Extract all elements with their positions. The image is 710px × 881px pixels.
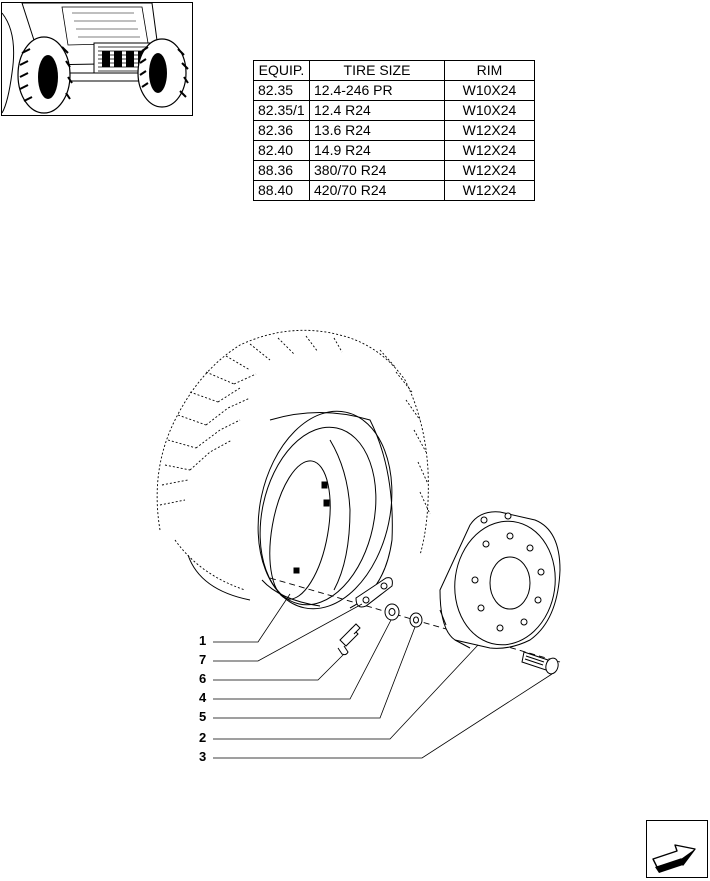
spring-washer-part [409, 612, 423, 628]
cell-tire-size: 420/70 R24 [309, 180, 445, 201]
cell-rim: W12X24 [444, 140, 535, 161]
callout-1: 1 [199, 633, 207, 648]
cell-rim: W12X24 [444, 160, 535, 181]
tire-outline [156, 329, 431, 591]
callout-4: 4 [199, 690, 207, 705]
table-row: 88.40 420/70 R24 W12X24 [253, 180, 535, 201]
next-page-button[interactable] [646, 820, 708, 878]
callout-5: 5 [199, 709, 207, 724]
tire-spec-table: EQUIP. TIRE SIZE RIM 82.35 12.4-246 PR W… [253, 60, 535, 201]
cell-rim: W10X24 [444, 100, 535, 121]
callout-7: 7 [199, 652, 207, 667]
header-equip: EQUIP. [253, 60, 310, 81]
bolt-part [521, 651, 559, 675]
valve-part [337, 623, 361, 656]
callout-2: 2 [199, 730, 207, 745]
cell-equip: 88.36 [253, 160, 310, 181]
cell-rim: W12X24 [444, 120, 535, 141]
table-row: 82.40 14.9 R24 W12X24 [253, 140, 535, 161]
cell-rim: W12X24 [444, 180, 535, 201]
cell-equip: 82.35/1 [253, 100, 310, 121]
wheel-disc-part [439, 511, 561, 649]
table-row: 88.36 380/70 R24 W12X24 [253, 160, 535, 181]
cell-equip: 82.40 [253, 140, 310, 161]
cell-tire-size: 12.4-246 PR [309, 80, 445, 101]
cell-tire-size: 380/70 R24 [309, 160, 445, 181]
rim-part [257, 410, 393, 610]
clip-part [355, 577, 393, 608]
tractor-thumbnail [1, 2, 193, 116]
arrow-right-icon [652, 844, 696, 873]
cell-equip: 82.36 [253, 120, 310, 141]
callout-3: 3 [199, 749, 207, 764]
leader-lines [213, 593, 553, 759]
callout-6: 6 [199, 671, 207, 686]
table-row: 82.36 13.6 R24 W12X24 [253, 120, 535, 141]
tire-lower-edge [187, 554, 251, 601]
table-row: 82.35 12.4-246 PR W10X24 [253, 80, 535, 101]
washer-part [384, 603, 400, 621]
tractor-thumbnail-icon [2, 3, 189, 114]
